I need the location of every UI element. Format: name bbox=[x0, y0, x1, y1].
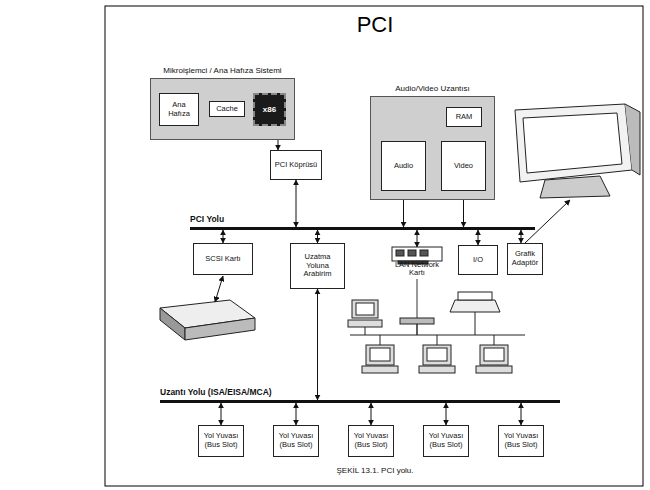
heading-label: Mikroişlemci / Ana Hafıza Sistemi bbox=[163, 66, 281, 75]
figure-caption: ŞEKİL 13.1. PCI yolu. bbox=[105, 466, 645, 475]
box-label: RAM bbox=[456, 113, 473, 122]
box-label: Cache bbox=[216, 105, 238, 114]
graphics-box: Grafik Adaptör bbox=[507, 243, 543, 275]
box-label: x86 bbox=[263, 105, 276, 114]
interface-box: Uzatma Yoluna Arabirim bbox=[290, 243, 345, 289]
ram-box: RAM bbox=[446, 107, 482, 127]
memory-box: Ana Hafıza bbox=[159, 93, 199, 126]
monitor-picture bbox=[515, 104, 640, 198]
heading-label: PCI Yolu bbox=[190, 214, 224, 224]
system-group: Mikroişlemci / Ana Hafıza SistemiAna Haf… bbox=[150, 78, 295, 140]
bus-connector bbox=[296, 403, 297, 425]
pci-bus: PCI Yolu bbox=[190, 227, 535, 230]
bus-slot: Yol Yuvası (Bus Slot) bbox=[273, 425, 319, 457]
disk-link bbox=[215, 276, 223, 302]
box-label: Ana Hafıza bbox=[162, 101, 196, 118]
video-box: Video bbox=[441, 141, 486, 191]
slide-title: PCI bbox=[105, 12, 645, 38]
box-label: Yol Yuvası (Bus Slot) bbox=[201, 432, 241, 449]
box-label: Grafik Adaptör bbox=[510, 250, 540, 267]
lan-card: LAN Network Kartı bbox=[387, 247, 447, 278]
box-label: Yol Yuvası (Bus Slot) bbox=[426, 432, 466, 449]
scsi-box: SCSI Kartı bbox=[193, 243, 253, 275]
heading-label: Audio/Video Uzantısı bbox=[395, 84, 470, 93]
bridge-box: PCI Köprüsü bbox=[270, 150, 322, 180]
bus-connector bbox=[521, 230, 522, 243]
io-box: I/O bbox=[458, 245, 498, 275]
box-label: Uzatma Yoluna Arabirim bbox=[293, 253, 342, 279]
bus-connector bbox=[417, 230, 418, 247]
av-group: Audio/Video UzantısıRAMAudioVideo bbox=[370, 96, 495, 200]
cache-box: Cache bbox=[209, 101, 245, 117]
bus-connector bbox=[317, 289, 318, 400]
bus-slot: Yol Yuvası (Bus Slot) bbox=[498, 425, 544, 457]
disk-drive-picture bbox=[160, 300, 255, 340]
box-label: Yol Yuvası (Bus Slot) bbox=[501, 432, 541, 449]
box-label: Yol Yuvası (Bus Slot) bbox=[276, 432, 316, 449]
bus-connector bbox=[223, 230, 224, 243]
bus-slot: Yol Yuvası (Bus Slot) bbox=[423, 425, 469, 457]
slide-border bbox=[105, 6, 643, 486]
box-label: Audio bbox=[394, 162, 413, 171]
bus-connector bbox=[371, 403, 372, 425]
bus-connector bbox=[317, 230, 318, 243]
box-label: PCI Köprüsü bbox=[275, 161, 318, 170]
bus-connector bbox=[221, 403, 222, 425]
heading-label: Uzantı Yolu (ISA/EISA/MCA) bbox=[160, 387, 272, 397]
expansion-bus: Uzantı Yolu (ISA/EISA/MCA) bbox=[160, 400, 560, 403]
box-label: SCSI Kartı bbox=[205, 255, 240, 264]
cpu-chip: x86 bbox=[253, 93, 286, 126]
bus-connector bbox=[296, 180, 297, 227]
bus-connector bbox=[478, 230, 479, 245]
box-label: Video bbox=[454, 162, 473, 171]
bus-connector bbox=[521, 403, 522, 425]
bus-slot: Yol Yuvası (Bus Slot) bbox=[348, 425, 394, 457]
bus-slot: Yol Yuvası (Bus Slot) bbox=[198, 425, 244, 457]
audio-box: Audio bbox=[381, 141, 426, 191]
network-picture bbox=[348, 279, 525, 373]
bus-connector bbox=[446, 403, 447, 425]
box-label: I/O bbox=[473, 256, 483, 265]
box-label: LAN Network Kartı bbox=[387, 261, 447, 278]
box-label: Yol Yuvası (Bus Slot) bbox=[351, 432, 391, 449]
monitor-link bbox=[525, 200, 570, 243]
